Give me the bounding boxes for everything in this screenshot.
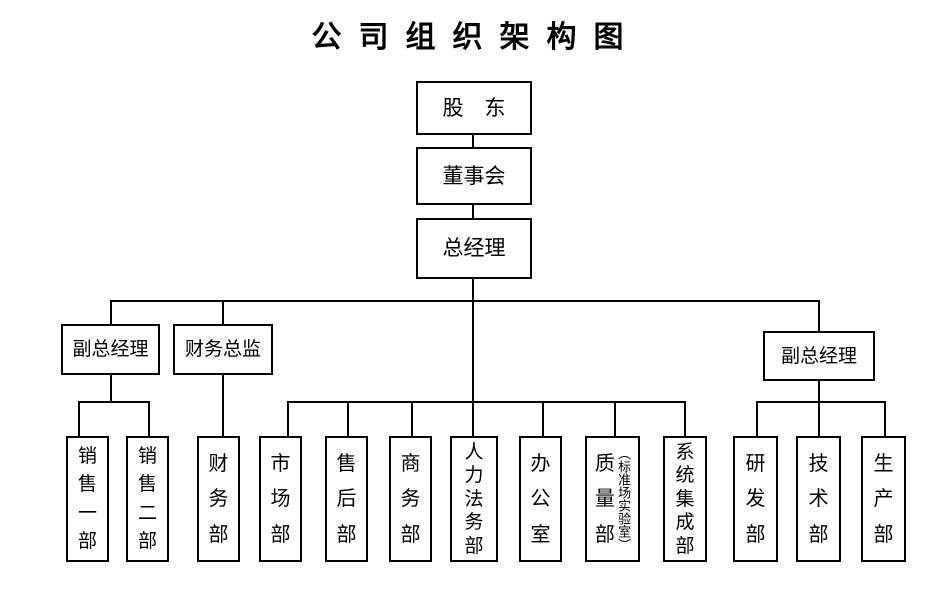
connector-gm-center-vertical <box>472 279 474 436</box>
connector-drop-after-sales <box>347 401 349 436</box>
connector-drop-system-integration <box>684 401 686 436</box>
connector-drop-commerce <box>411 401 413 436</box>
node-marketing-dept: 市场部 <box>259 436 302 562</box>
connector-center-rail <box>287 401 686 403</box>
node-sales-dept-1-label: 销售一部 <box>77 446 97 552</box>
node-finance-director-label: 财务总监 <box>184 339 261 360</box>
node-production-dept-label: 生产部 <box>873 452 894 546</box>
node-office-label: 办公室 <box>530 452 551 546</box>
node-system-integration-dept: 系统集成部 <box>663 436 707 562</box>
connector-drop-quality <box>614 401 616 436</box>
node-finance-director: 财务总监 <box>173 324 273 375</box>
connector-drop-vp-left <box>110 300 112 324</box>
node-rd-dept-label: 研发部 <box>745 452 766 546</box>
connector-drop-sales2 <box>148 401 150 436</box>
chart-title: 公司组织架构图 <box>311 21 641 54</box>
node-finance-dept-label: 财务部 <box>208 452 229 546</box>
node-quality-dept-content: 质量部 （标准场实验室） <box>587 438 638 560</box>
node-quality-dept: 质量部 （标准场实验室） <box>585 436 640 562</box>
node-hr-legal-dept-label: 人力法务部 <box>464 441 484 557</box>
node-commerce-dept: 商务部 <box>389 436 432 562</box>
connector-board-gm <box>472 205 474 218</box>
node-after-sales-dept-label: 售后部 <box>336 452 357 546</box>
node-general-manager-label: 总经理 <box>442 237 506 260</box>
node-shareholder: 股 东 <box>416 81 532 135</box>
node-vp-left-label: 副总经理 <box>72 339 149 360</box>
node-finance-dept: 财务部 <box>197 436 240 562</box>
node-rd-dept: 研发部 <box>733 436 778 562</box>
connector-drop-sales1 <box>78 401 80 436</box>
node-sales-dept-2: 销售二部 <box>126 436 169 562</box>
node-after-sales-dept: 售后部 <box>325 436 368 562</box>
connector-vp-right-stem <box>818 381 820 436</box>
node-marketing-dept-label: 市场部 <box>270 452 291 546</box>
node-general-manager: 总经理 <box>416 218 532 279</box>
node-system-integration-dept-label: 系统集成部 <box>675 441 695 557</box>
connector-drop-production <box>884 401 886 436</box>
connector-drop-finance-director <box>222 300 224 324</box>
node-sales-dept-2-label: 销售二部 <box>137 446 157 552</box>
connector-drop-office <box>542 401 544 436</box>
node-hr-legal-dept: 人力法务部 <box>450 436 498 562</box>
node-tech-dept: 技术部 <box>796 436 841 562</box>
connector-drop-vp-right <box>818 300 820 331</box>
node-production-dept: 生产部 <box>861 436 906 562</box>
node-board-label: 董事会 <box>442 164 506 188</box>
node-quality-dept-label: 质量部 <box>594 452 615 546</box>
connector-vp-left-stem <box>110 375 112 401</box>
connector-drop-finance-dept <box>222 375 224 436</box>
node-shareholder-label: 股 东 <box>442 96 506 120</box>
node-board: 董事会 <box>416 147 532 205</box>
node-vp-right: 副总经理 <box>763 331 875 381</box>
connector-drop-rd <box>756 401 758 436</box>
node-commerce-dept-label: 商务部 <box>400 452 421 546</box>
node-tech-dept-label: 技术部 <box>808 452 829 546</box>
connector-left-rail <box>78 401 150 403</box>
node-sales-dept-1: 销售一部 <box>66 436 109 562</box>
node-office: 办公室 <box>519 436 562 562</box>
connector-drop-marketing <box>287 401 289 436</box>
connector-right-rail <box>756 401 886 403</box>
connector-shareholder-board <box>472 135 474 147</box>
connector-main-rail <box>111 300 820 302</box>
node-vp-right-label: 副总经理 <box>780 345 857 367</box>
node-vp-left: 副总经理 <box>61 324 160 375</box>
node-quality-dept-sublabel: （标准场实验室） <box>616 447 632 551</box>
